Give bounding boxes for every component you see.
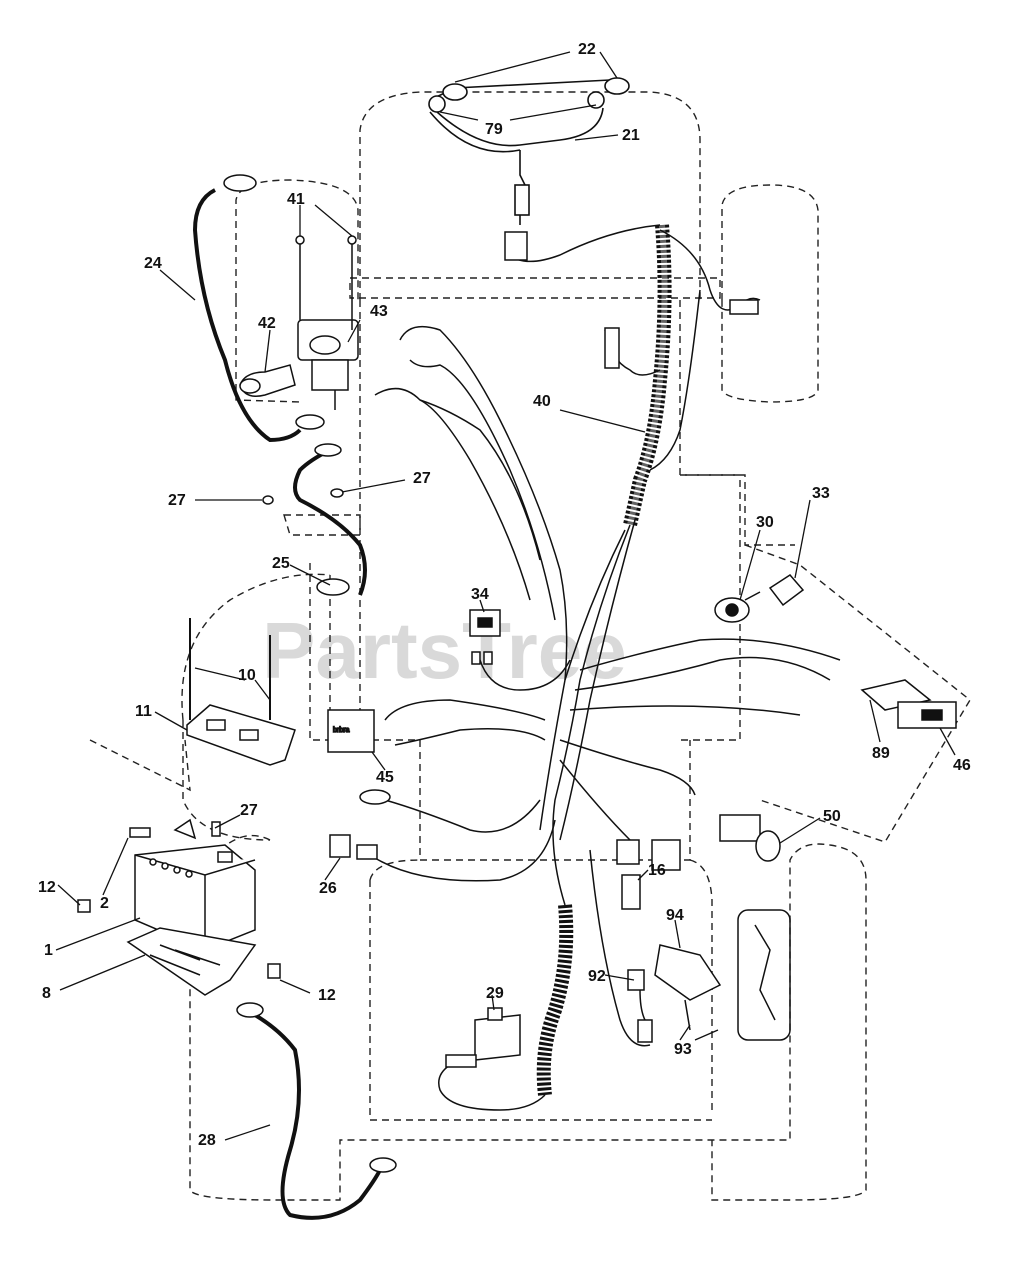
part-label-41: 41 xyxy=(287,191,305,208)
part-label-92: 92 xyxy=(588,968,606,985)
watermark: PartsTree xyxy=(262,606,627,695)
part-label-1: 1 xyxy=(44,942,53,959)
cable-terminals xyxy=(223,174,397,1173)
part-label-11: 11 xyxy=(135,703,152,720)
harness-wires xyxy=(374,224,841,1111)
part-label-27a: 27 xyxy=(168,492,186,509)
module-text: brbra xyxy=(333,727,349,734)
part-label-93: 93 xyxy=(674,1041,692,1058)
seat-switch-29 xyxy=(445,1007,521,1068)
part-label-25: 25 xyxy=(272,555,290,572)
pto-switch xyxy=(469,609,501,665)
battery-hardware xyxy=(77,818,281,979)
part-label-21: 21 xyxy=(622,127,640,144)
battery-cables xyxy=(192,188,382,1220)
solenoid-boot xyxy=(239,364,296,397)
battery-hold-down xyxy=(186,618,296,766)
part-label-26: 26 xyxy=(319,880,337,897)
part-label-43: 43 xyxy=(370,303,388,320)
brake-switch-94 xyxy=(654,944,722,1031)
part-label-28: 28 xyxy=(198,1132,216,1149)
battery-tray xyxy=(126,927,257,996)
part-label-27c: 27 xyxy=(240,802,258,819)
part-label-12a: 12 xyxy=(38,879,56,896)
part-label-42: 42 xyxy=(258,315,276,332)
part-label-50: 50 xyxy=(823,808,841,825)
part-label-89: 89 xyxy=(872,745,890,762)
part-label-40: 40 xyxy=(533,393,551,410)
part-label-16: 16 xyxy=(648,862,666,879)
part-label-12b: 12 xyxy=(318,987,336,1004)
part-label-30: 30 xyxy=(756,514,774,531)
connector-92 xyxy=(627,969,653,1043)
connector-16 xyxy=(621,874,641,910)
part-label-34: 34 xyxy=(471,586,489,603)
shift-plate xyxy=(737,909,791,1041)
part-labels: 22 79 21 41 24 42 43 40 27 27 33 30 25 3… xyxy=(38,41,971,1149)
part-label-45: 45 xyxy=(376,769,394,786)
part-label-33: 33 xyxy=(812,485,830,502)
part-label-79: 79 xyxy=(485,121,503,138)
headlight-assembly xyxy=(428,77,630,225)
part-label-27b: 27 xyxy=(413,470,431,487)
part-label-24: 24 xyxy=(144,255,162,272)
ammeter-46 xyxy=(897,701,957,729)
part-label-8: 8 xyxy=(42,985,51,1002)
main-harness-conduit xyxy=(536,224,672,1096)
ignition-switch xyxy=(714,591,761,623)
plug-connector xyxy=(616,839,681,871)
part-label-22: 22 xyxy=(578,41,596,58)
starter-solenoid xyxy=(295,235,359,410)
ignition-key xyxy=(768,574,805,607)
part-label-29: 29 xyxy=(486,985,504,1002)
battery xyxy=(134,844,256,951)
control-module-45: brbra xyxy=(327,709,375,753)
leader-lines xyxy=(55,51,956,1141)
part-label-94: 94 xyxy=(666,907,684,924)
part-label-10: 10 xyxy=(238,667,256,684)
part-label-2: 2 xyxy=(100,895,109,912)
part-label-46: 46 xyxy=(953,757,971,774)
ground-terminal-26 xyxy=(329,834,378,860)
light-switch-50 xyxy=(719,814,781,862)
